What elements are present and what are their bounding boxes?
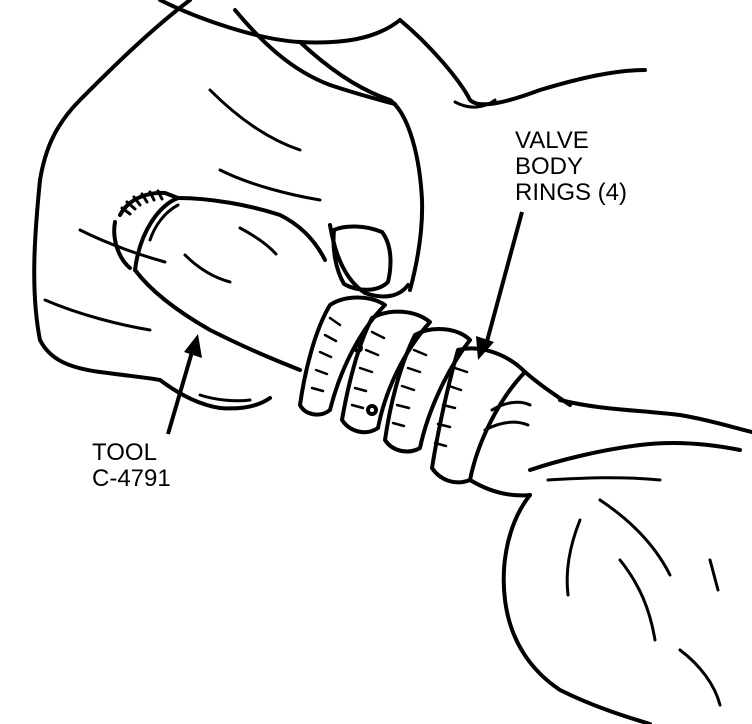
callout-valve-body-rings-line-1: VALVE (515, 127, 589, 154)
valve-ring-1 (298, 295, 387, 417)
ring-pin (353, 343, 363, 353)
ring-pin (366, 404, 378, 416)
callout-valve-body-rings-line-3: RINGS (4) (515, 179, 627, 206)
callout-tool: TOOL C-4791 (92, 439, 171, 492)
left-hand (32, 0, 647, 411)
callout-valve-body-rings-line-2: BODY (515, 153, 583, 180)
right-hand (501, 398, 752, 724)
callout-tool-line-2: C-4791 (92, 465, 171, 492)
valve-body (298, 295, 572, 498)
callout-arrow-tool (166, 334, 202, 435)
valve-ring-4 (430, 346, 527, 485)
valve-ring-2 (340, 309, 432, 435)
callout-arrow-valve-body-rings (476, 211, 524, 360)
valve-ring-3 (383, 327, 472, 454)
callout-valve-body-rings: VALVE BODY RINGS (4) (515, 127, 627, 206)
tool-body (112, 189, 327, 372)
callout-tool-line-1: TOOL (92, 439, 157, 466)
